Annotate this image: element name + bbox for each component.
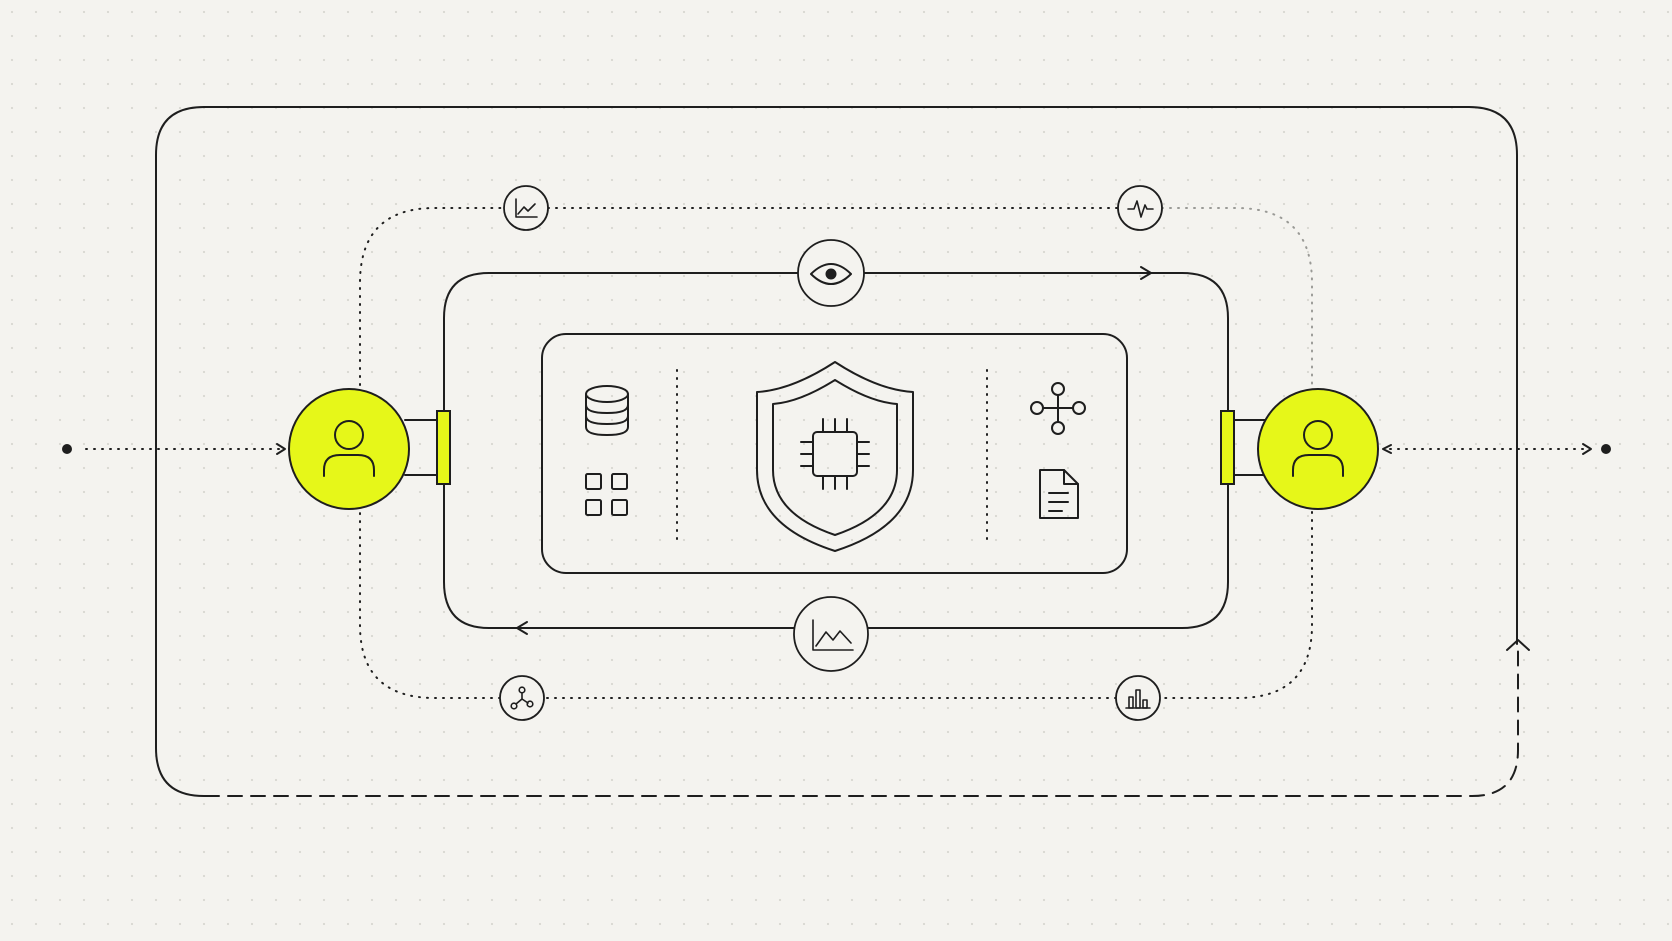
grid-icon xyxy=(585,473,628,516)
bar-chart-badge xyxy=(1115,675,1161,721)
process-arrow-right xyxy=(1140,266,1152,280)
right-user-node[interactable] xyxy=(1257,388,1379,510)
pulse-badge xyxy=(1117,185,1163,231)
return-arrow-head xyxy=(1506,639,1530,651)
chart-monitor-node xyxy=(793,596,869,672)
user-icon xyxy=(1292,420,1344,477)
left-connector-arms xyxy=(404,419,440,476)
output-end-dot xyxy=(1601,444,1611,454)
dotted-loop-top-right xyxy=(1161,207,1313,386)
trend-chart-icon xyxy=(515,198,538,218)
input-arrow-head xyxy=(276,443,286,455)
output-arrow-head-left xyxy=(1382,444,1392,454)
input-start-dot xyxy=(62,444,72,454)
dotted-loop-bottom-left xyxy=(359,511,501,699)
branch-icon xyxy=(510,686,534,710)
shield-chip-icon xyxy=(756,361,914,552)
right-connector-port xyxy=(1220,410,1235,485)
dotted-loop-bottom-right xyxy=(1159,511,1313,699)
branch-badge xyxy=(499,675,545,721)
outer-return-dashed xyxy=(204,647,1519,797)
trend-chart-badge xyxy=(503,185,549,231)
left-connector-port xyxy=(436,410,451,485)
eye-monitor-node xyxy=(797,239,865,307)
pulse-icon xyxy=(1127,200,1154,218)
output-arrow-head-right xyxy=(1582,443,1592,455)
dotted-loop-top-left xyxy=(359,207,506,386)
eye-icon xyxy=(810,263,852,285)
right-connector-arms xyxy=(1233,419,1269,476)
database-icon xyxy=(585,385,629,436)
network-hub-icon xyxy=(1030,382,1086,435)
outer-frame xyxy=(155,106,1518,797)
left-user-node[interactable] xyxy=(288,388,410,510)
document-icon xyxy=(1039,469,1079,519)
bar-chart-icon xyxy=(1125,689,1151,709)
line-chart-icon xyxy=(812,619,854,651)
process-loop xyxy=(443,272,1229,629)
user-icon xyxy=(323,420,375,477)
core-panel xyxy=(541,333,1128,574)
process-arrow-left xyxy=(516,621,528,635)
